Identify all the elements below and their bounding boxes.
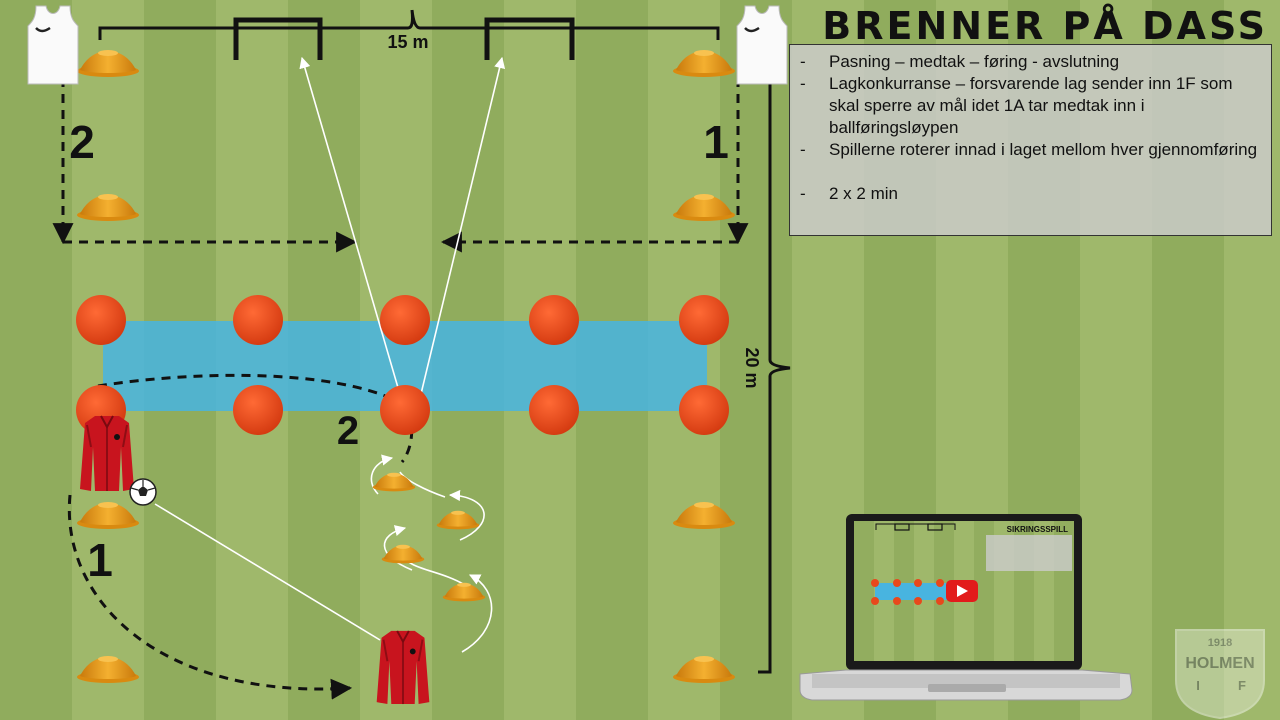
flat-marker <box>233 385 283 435</box>
flat-marker <box>679 295 729 345</box>
thumbnail-marker <box>893 597 901 605</box>
team-left-label: 2 <box>69 116 95 168</box>
logo-initial-f: F <box>1238 678 1246 693</box>
thumbnail-title: SIKRINGSSPILL <box>1007 525 1068 534</box>
markers-layer <box>76 295 729 435</box>
length-label: 20 m <box>742 347 762 388</box>
laptop-video-thumbnail[interactable]: SIKRINGSSPILL <box>799 514 1133 701</box>
team-right-label: 1 <box>703 116 729 168</box>
width-bracket <box>98 9 720 40</box>
attacker-curved-run <box>67 494 353 700</box>
flat-marker <box>679 385 729 435</box>
receiver-player <box>375 629 431 706</box>
logo-year: 1918 <box>1208 637 1232 649</box>
logo-initial-i: I <box>1196 678 1200 693</box>
flat-marker <box>233 295 283 345</box>
description-item: Spillerne roterer innad i laget mellom h… <box>796 139 1261 161</box>
flat-marker <box>529 385 579 435</box>
logo-name: HOLMEN <box>1185 655 1254 672</box>
soccer-ball-icon <box>129 478 157 506</box>
width-label: 15 m <box>387 32 428 52</box>
flat-marker <box>380 385 430 435</box>
length-bracket <box>758 80 791 674</box>
description-item: Lagkonkurranse – forsvarende lag sender … <box>796 73 1261 139</box>
goal-left <box>233 17 323 60</box>
description-box: Pasning – medtak – føring - avslutning L… <box>789 44 1272 236</box>
thumbnail-marker <box>914 597 922 605</box>
thumbnail-marker <box>871 579 879 587</box>
thumbnail-marker <box>936 579 944 587</box>
shot-line-left-goal <box>299 56 402 399</box>
flat-marker <box>76 295 126 345</box>
description-list: Pasning – medtak – føring - avslutning L… <box>796 51 1261 205</box>
bib-team-2 <box>26 4 80 86</box>
thumbnail-marker <box>914 579 922 587</box>
thumbnail-marker <box>871 597 879 605</box>
thumbnail-marker <box>893 579 901 587</box>
defender-label: 2 <box>337 409 359 453</box>
attacker-label: 1 <box>87 534 113 586</box>
page-title: BRENNER PÅ DASS <box>822 4 1268 48</box>
bib-team-1 <box>735 4 789 86</box>
flat-marker <box>380 295 430 345</box>
goal-right <box>484 17 575 60</box>
description-item: Pasning – medtak – føring - avslutning <box>796 51 1261 73</box>
attacker-player <box>79 415 135 492</box>
pass-line <box>154 503 381 641</box>
thumbnail-marker <box>936 597 944 605</box>
flat-marker <box>529 295 579 345</box>
description-item: 2 x 2 min <box>796 183 1261 205</box>
defender-curved-run <box>97 373 413 463</box>
holmen-club-logo: 1918 HOLMEN I F <box>1175 629 1265 720</box>
shot-line-right-goal <box>419 56 506 399</box>
